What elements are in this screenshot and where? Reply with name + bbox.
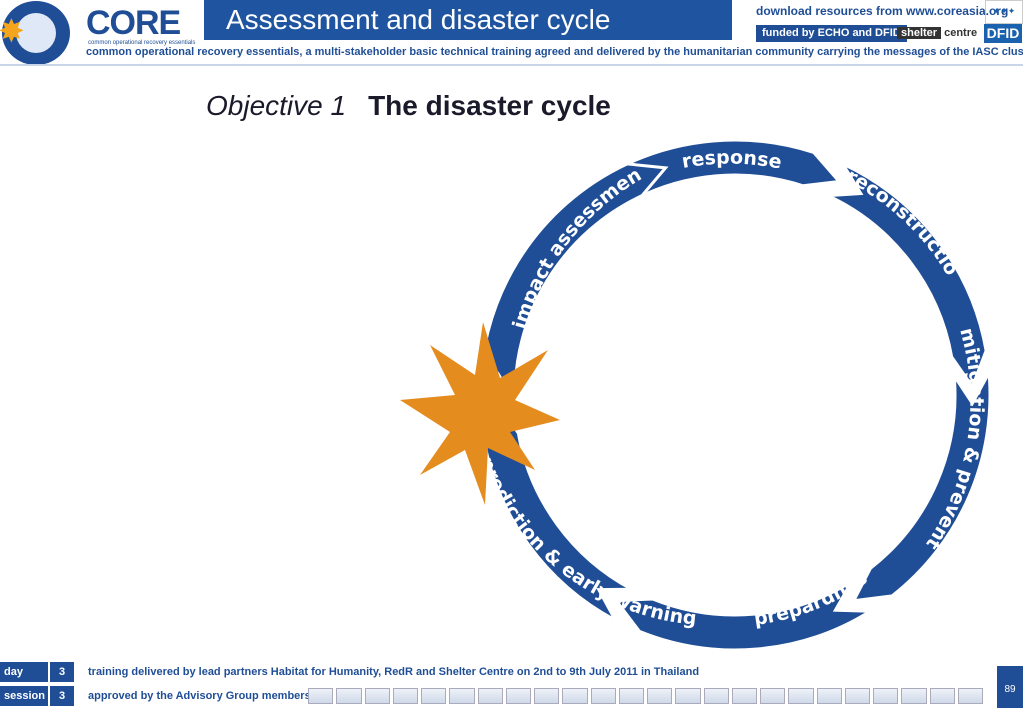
footer: day 3 training delivered by lead partner… bbox=[0, 662, 1023, 708]
core-logo-subtitle: common operational recovery essentials bbox=[88, 40, 196, 46]
session-value: 3 bbox=[50, 686, 74, 706]
cycle-segment-mitigation bbox=[851, 367, 992, 603]
footer-line-1: training delivered by lead partners Habi… bbox=[88, 666, 700, 678]
segment-label-prepardness: prepardness bbox=[0, 0, 871, 630]
segment-label-reconstruction: reconstruction bbox=[0, 0, 963, 279]
core-logo-text: CORE bbox=[86, 4, 181, 42]
partner-logos bbox=[308, 688, 983, 704]
footer-line-2: approved by the Advisory Group members bbox=[88, 690, 311, 702]
header-divider bbox=[0, 64, 1023, 66]
page-number-badge: 89 bbox=[997, 666, 1023, 708]
title-bar: Assessment and disaster cycle bbox=[204, 0, 732, 40]
cycle-segment-reconstruction bbox=[827, 160, 988, 390]
objective-title: The disaster cycle bbox=[368, 90, 611, 121]
page-number: 89 bbox=[1004, 684, 1016, 695]
session-label: session bbox=[0, 686, 48, 706]
star-icon: ✸ bbox=[0, 13, 25, 49]
footer-day-row: day 3 training delivered by lead partner… bbox=[0, 662, 1023, 682]
funded-badge: funded by ECHO and DFID bbox=[756, 25, 907, 42]
disaster-burst-icon bbox=[400, 322, 560, 505]
header: ✸ CORE common operational recovery essen… bbox=[0, 0, 1023, 66]
cycle-segment-response bbox=[610, 138, 843, 203]
objective-heading: Objective 1 The disaster cycle bbox=[206, 90, 611, 122]
cycle-segment-impact-assessment bbox=[478, 162, 669, 409]
day-value: 3 bbox=[50, 662, 74, 682]
objective-label: Objective 1 bbox=[206, 90, 347, 121]
core-logo-icon: ✸ bbox=[0, 1, 70, 65]
footer-session-row: session 3 approved by the Advisory Group… bbox=[0, 686, 1023, 706]
day-label: day bbox=[0, 662, 48, 682]
dfid-logo: DFID bbox=[984, 24, 1022, 43]
segment-label-impact-assessment: impact assessment bbox=[0, 0, 645, 331]
tagline: common operational recovery essentials, … bbox=[86, 46, 1023, 58]
page-title: Assessment and disaster cycle bbox=[226, 4, 611, 35]
download-link[interactable]: download resources from www.coreasia.org bbox=[756, 4, 1009, 18]
cycle-segment-prepardness bbox=[613, 580, 876, 652]
